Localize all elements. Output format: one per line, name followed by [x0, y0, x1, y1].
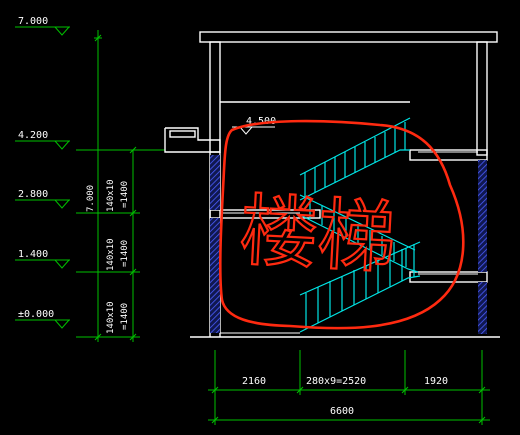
column-hatch-left-lower	[210, 218, 220, 333]
horizontal-dim-6600: 6600	[330, 406, 354, 417]
vertical-seg3-dim-b: =1400	[120, 303, 130, 330]
vertical-seg2-dim-b: =1400	[120, 240, 130, 267]
handwritten-annotation: 楼梯	[237, 186, 398, 284]
vertical-seg3-dim-a: 140x10	[106, 301, 116, 334]
horizontal-dimension-lines	[208, 350, 490, 425]
handwritten-circle	[218, 119, 465, 330]
stair-outlines	[220, 151, 478, 334]
landing-level-label: 4.500	[246, 116, 276, 127]
stair-flights	[299, 117, 421, 333]
vertical-total-dim: 7.000	[86, 185, 96, 212]
column-hatch-left-upper	[210, 155, 220, 210]
level-4200-label: 4.200	[18, 130, 48, 141]
column-hatch-right-lower	[478, 282, 487, 334]
level-7000-label: 7.000	[18, 16, 48, 27]
vertical-seg1-dim-a: 140x10	[106, 179, 116, 212]
level-markers	[15, 26, 70, 329]
horizontal-dim-2160: 2160	[242, 376, 266, 387]
vertical-seg1-dim-b: =1400	[120, 181, 130, 208]
horizontal-dim-2520: 280x9=2520	[306, 376, 366, 387]
level-0000-label: ±0.000	[18, 309, 54, 320]
level-1400-label: 1.400	[18, 249, 48, 260]
vertical-dimension-lines	[76, 30, 165, 342]
vertical-seg2-dim-a: 140x10	[106, 238, 116, 271]
horizontal-dim-1920: 1920	[424, 376, 448, 387]
level-2800-label: 2.800	[18, 189, 48, 200]
column-hatch-right-upper	[478, 160, 487, 272]
